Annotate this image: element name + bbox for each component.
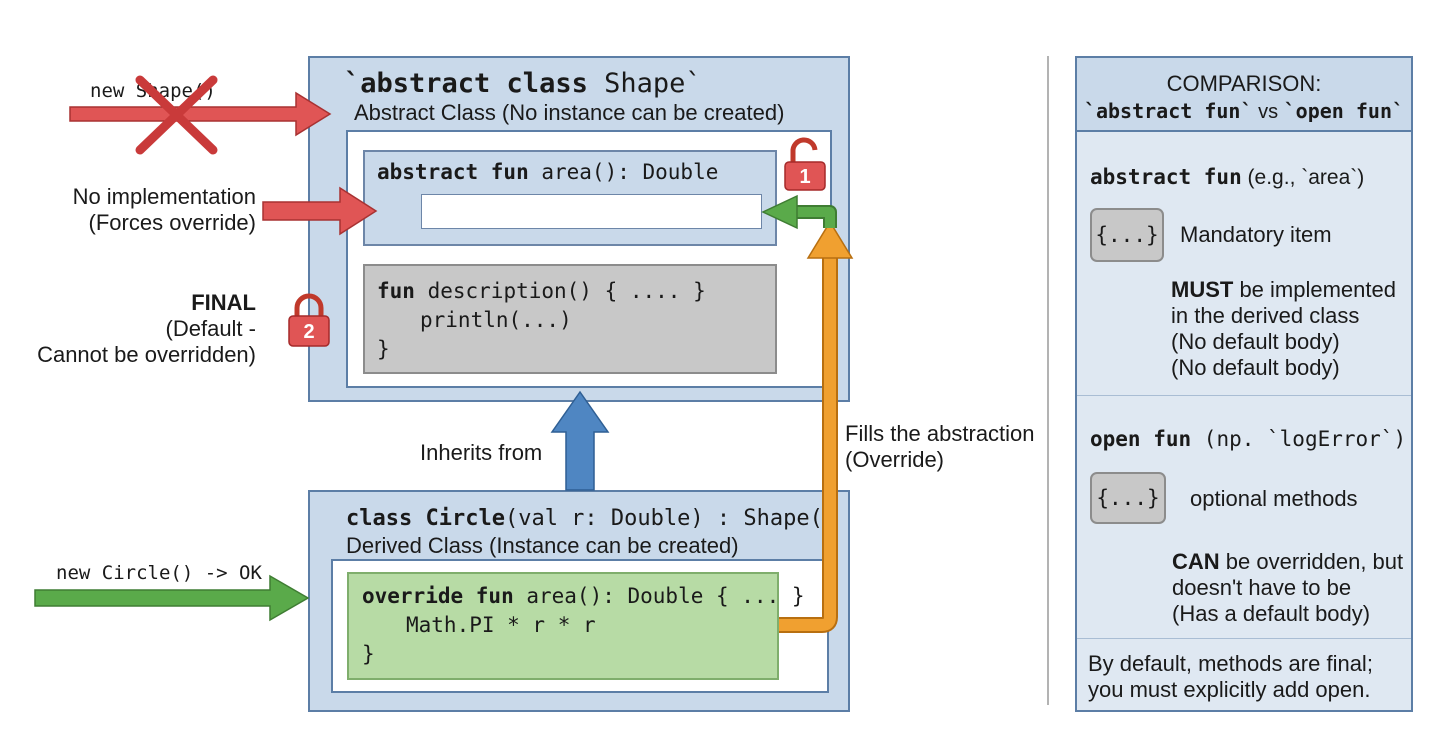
- circle-header-rest: (val r: Double) : Shape(): [504, 506, 837, 531]
- open-fun-keyword: open fun: [1090, 427, 1192, 451]
- shape-header-keyword: `abstract class: [344, 68, 588, 99]
- comparison-abstract-keyword: `abstract fun`: [1083, 99, 1253, 123]
- description-line-2: println(...): [420, 308, 572, 332]
- can-line-2: doesn't have to be: [1172, 575, 1352, 600]
- shape-header-name: Shape`: [587, 68, 702, 99]
- no-impl-line-2: (Forces override): [88, 210, 256, 235]
- new-circle-green-arrow: [34, 574, 310, 622]
- comparison-separator-1: [1077, 395, 1411, 396]
- final-line-2: Cannot be overridden): [37, 342, 256, 367]
- abstract-area-signature: abstract fun area(): Double: [377, 160, 718, 185]
- must-line-3: (No default body): [1171, 329, 1340, 354]
- fills-line-2: (Override): [845, 447, 945, 472]
- must-keyword: MUST: [1171, 277, 1234, 302]
- final-line-1: (Default -: [165, 316, 256, 341]
- comparison-separator-2: [1077, 638, 1411, 639]
- fills-abstraction-label: Fills the abstraction (Override): [845, 421, 1035, 473]
- final-description-method: [363, 264, 777, 374]
- override-orange-arrow: [779, 220, 854, 633]
- comparison-vs: vs: [1252, 101, 1284, 123]
- circle-class-subtitle: Derived Class (Instance can be created): [346, 533, 739, 558]
- empty-implementation-slot: [421, 194, 762, 229]
- comparison-title: COMPARISON:: [1166, 71, 1322, 96]
- comparison-header-bg: [1077, 58, 1411, 132]
- final-note: FINAL (Default - Cannot be overridden): [20, 290, 256, 368]
- comparison-open-heading: open fun (np. `logError`): [1090, 427, 1406, 452]
- comparison-panel: [1075, 56, 1413, 712]
- no-impl-line-1: No implementation: [72, 184, 256, 209]
- comparison-open-keyword: `open fun`: [1283, 99, 1405, 123]
- inherits-from-label: Inherits from: [420, 440, 543, 465]
- abstract-fun-keyword: abstract fun: [1090, 165, 1242, 189]
- override-area-method: [347, 572, 779, 680]
- final-title: FINAL: [191, 290, 256, 315]
- description-line-1: fun description() { .... }: [377, 279, 706, 304]
- override-line-1: override fun area(): Double { ... }: [362, 584, 805, 609]
- can-keyword: CAN: [1172, 549, 1220, 574]
- unlocked-padlock-icon: 1: [783, 137, 827, 191]
- fills-line-1: Fills the abstraction: [845, 421, 1035, 446]
- comparison-abstract-heading: abstract fun (e.g., `area`): [1090, 165, 1364, 190]
- lock-2-number: 2: [303, 321, 315, 343]
- must-line-2: in the derived class: [1171, 303, 1360, 328]
- inherits-blue-arrow: [550, 390, 610, 491]
- comparison-footer: By default, methods are final; you must …: [1088, 651, 1373, 703]
- no-implementation-red-arrow: [262, 186, 378, 236]
- description-keyword: fun: [377, 279, 415, 303]
- override-sig: area(): Double { ... }: [513, 584, 805, 608]
- description-line-3: }: [377, 337, 390, 361]
- must-line-4: (No default body): [1171, 355, 1340, 380]
- open-braces-box: {...}: [1090, 472, 1166, 524]
- circle-class-header: class Circle(val r: Double) : Shape(): [346, 505, 836, 532]
- footer-line-2: you must explicitly add open.: [1088, 677, 1371, 702]
- abstract-area-keyword: abstract fun: [377, 160, 529, 184]
- can-line-3: (Has a default body): [1172, 601, 1371, 626]
- must-description: MUST be implemented in the derived class…: [1171, 277, 1396, 381]
- must-line-1: be implemented: [1233, 277, 1396, 302]
- override-keyword: override fun: [362, 584, 514, 608]
- abstract-area-sig: area(): Double: [528, 160, 719, 184]
- shape-class-subtitle: Abstract Class (No instance can be creat…: [354, 100, 785, 125]
- mandatory-item-label: Mandatory item: [1180, 222, 1332, 247]
- optional-methods-label: optional methods: [1190, 486, 1358, 511]
- footer-line-1: By default, methods are final;: [1088, 651, 1373, 676]
- no-implementation-note: No implementation (Forces override): [40, 184, 256, 236]
- lock-1-number: 1: [799, 166, 811, 188]
- open-fun-example: (np. `logError`): [1191, 427, 1407, 451]
- shape-class-header: `abstract class Shape`: [344, 67, 702, 100]
- abstract-braces-box: {...}: [1090, 208, 1164, 262]
- fill-slot-green-arrow: [761, 194, 837, 230]
- description-sig: description() { .... }: [414, 279, 706, 303]
- abstract-fun-example: (e.g., `area`): [1241, 166, 1365, 189]
- locked-padlock-icon: 2: [287, 292, 331, 347]
- override-line-3: }: [362, 642, 375, 666]
- can-description: CAN be overridden, but doesn't have to b…: [1172, 549, 1403, 627]
- cross-icon: [135, 75, 218, 155]
- new-circle-label: new Circle() -> OK: [56, 562, 262, 584]
- comparison-subtitle: `abstract fun` vs `open fun`: [1077, 99, 1411, 124]
- new-shape-red-arrow: [69, 91, 332, 137]
- can-line-1: be overridden, but: [1219, 549, 1404, 574]
- circle-header-keyword: class Circle: [346, 506, 505, 531]
- override-line-2: Math.PI * r * r: [406, 613, 596, 637]
